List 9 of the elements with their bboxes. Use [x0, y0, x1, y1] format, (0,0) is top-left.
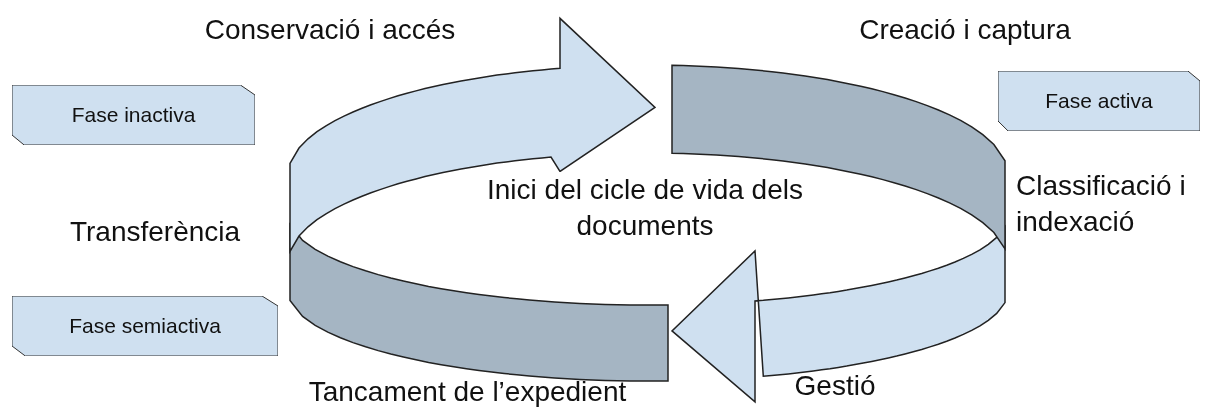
stage-label: Gestió: [793, 369, 877, 403]
stage-label: Tancament de l’expedient: [307, 375, 628, 409]
phase-tag: Fase semiactiva: [12, 296, 278, 356]
stage-label: Creació i captura: [858, 13, 1072, 47]
phase-tag: Fase inactiva: [12, 85, 255, 145]
phase-tag: Fase activa: [998, 71, 1200, 131]
stage-label: Classificació i indexació: [1016, 169, 1187, 239]
stage-label: Conservació i accés: [203, 13, 457, 47]
stage-label: Transferència: [68, 215, 242, 249]
